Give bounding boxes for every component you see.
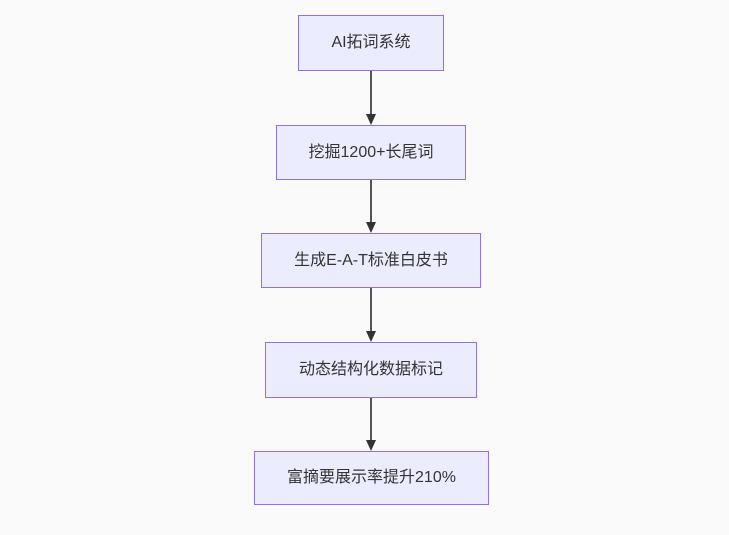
- flowchart-node-label: 动态结构化数据标记: [298, 361, 443, 379]
- arrow-head-down-icon: [366, 114, 376, 125]
- flowchart-node-rich-snippet-rate: 富摘要展示率提升210%: [254, 451, 489, 505]
- flowchart-node-eat-whitepaper: 生成E-A-T标准白皮书: [261, 233, 481, 288]
- flowchart-node-structured-data: 动态结构化数据标记: [265, 342, 477, 398]
- flowchart-node-label: 生成E-A-T标准白皮书: [294, 251, 448, 269]
- flowchart-node-label: AI拓词系统: [331, 34, 411, 52]
- arrow-line: [370, 180, 372, 223]
- flowchart-node-label: 富摘要展示率提升210%: [287, 469, 456, 487]
- arrow-head-down-icon: [366, 331, 376, 342]
- arrow-line: [370, 71, 372, 115]
- flowchart-node-ai-system: AI拓词系统: [298, 15, 444, 71]
- flowchart-node-longtail-keywords: 挖掘1200+长尾词: [276, 125, 466, 180]
- arrow-line: [370, 288, 372, 332]
- arrow-head-down-icon: [366, 440, 376, 451]
- arrow-line: [370, 398, 372, 441]
- flowchart-node-label: 挖掘1200+长尾词: [308, 143, 434, 161]
- arrow-head-down-icon: [366, 222, 376, 233]
